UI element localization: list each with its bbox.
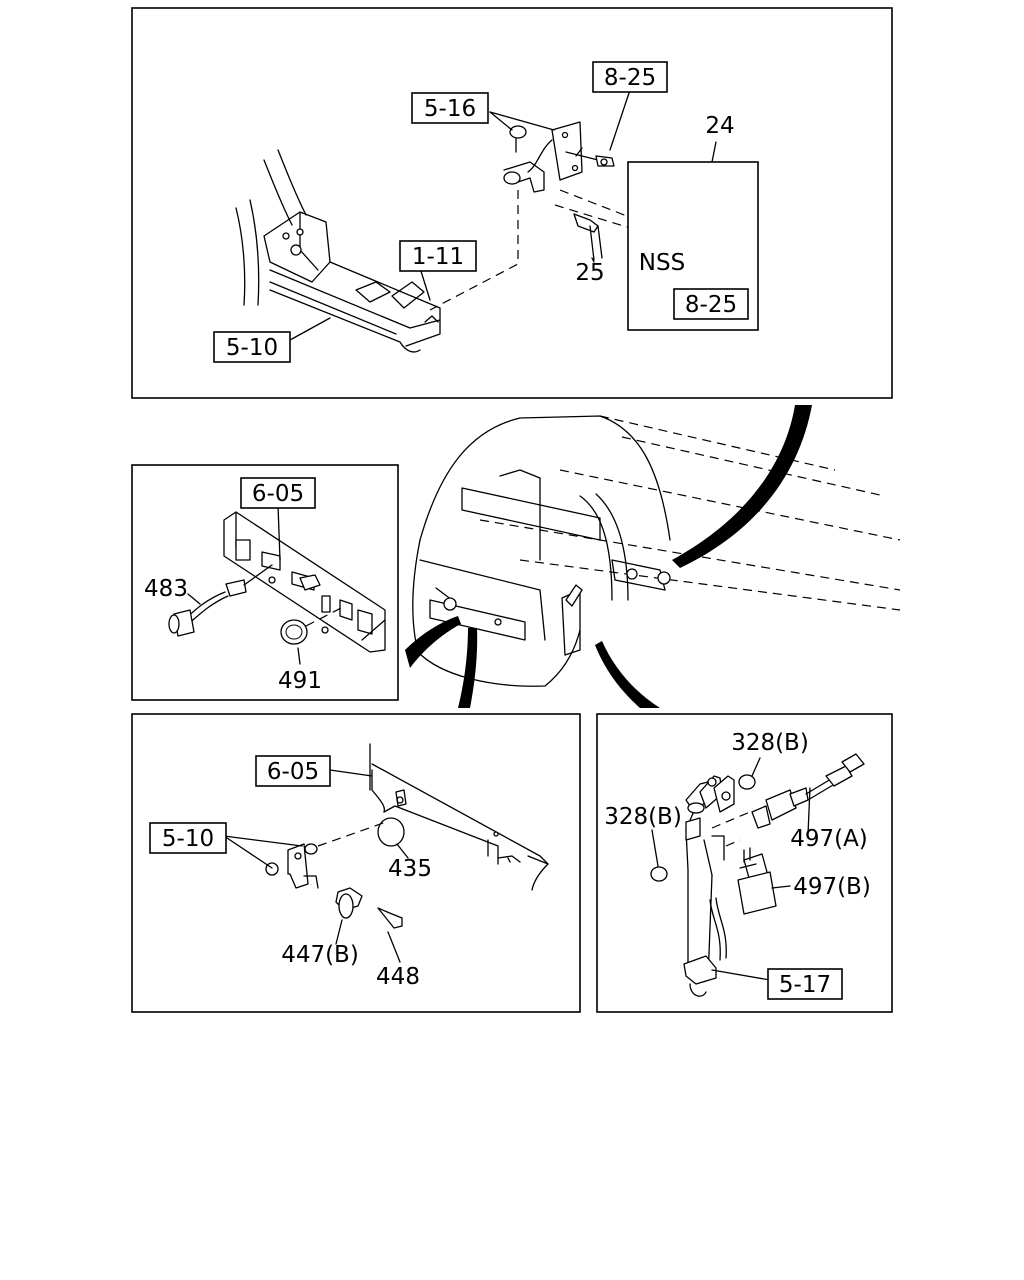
label-448: 448	[376, 964, 420, 990]
label-25: 25	[575, 260, 604, 286]
label-447b: 447(B)	[281, 942, 359, 968]
left-detail-panel	[131, 464, 399, 701]
ref-box-5-10-bottom	[149, 822, 227, 854]
ref-box-8-25-lower	[673, 288, 749, 320]
mount-bracket-drawing	[503, 121, 615, 193]
ref-box-6-05-bottom	[255, 755, 331, 787]
label-nss: NSS	[639, 250, 685, 276]
label-328b-left: 328(B)	[604, 804, 682, 830]
plug-435-drawing	[377, 817, 405, 847]
label-5-17: 5-17	[779, 972, 831, 998]
label-1-11: 1-11	[412, 244, 464, 270]
bolt-25-drawing	[573, 213, 603, 261]
label-6-05-bottom: 6-05	[267, 759, 319, 785]
label-5-16: 5-16	[424, 96, 476, 122]
label-497b: 497(B)	[793, 874, 871, 900]
label-491: 491	[278, 668, 322, 694]
label-497a: 497(A)	[790, 826, 868, 852]
ref-box-5-16	[411, 92, 489, 124]
label-435: 435	[388, 856, 432, 882]
bracket-447-drawing	[265, 843, 403, 929]
ref-box-1-11	[399, 240, 477, 272]
pointer-swooshes	[405, 405, 812, 708]
sensor-483-drawing	[168, 564, 273, 637]
top-detail-panel	[131, 7, 893, 399]
label-6-05-left: 6-05	[252, 481, 304, 507]
label-5-10-bottom: 5-10	[162, 826, 214, 852]
rail-section-drawing	[369, 743, 549, 891]
ref-box-8-25-top	[592, 61, 668, 93]
switch-497-drawing	[650, 753, 865, 915]
bottom-right-detail-panel	[596, 713, 893, 1013]
ref-box-5-17	[767, 968, 843, 1000]
label-8-25-lower: 8-25	[685, 292, 737, 318]
bottom-left-detail-panel	[131, 713, 581, 1013]
truck-cab-drawing	[412, 415, 901, 687]
label-24: 24	[705, 113, 734, 139]
label-483: 483	[144, 576, 188, 602]
ref-box-5-10-top	[213, 331, 291, 363]
frame-rail-drawing	[235, 149, 441, 353]
crossmember-drawing	[223, 511, 386, 653]
label-8-25-top: 8-25	[604, 65, 656, 91]
ref-box-6-05-left	[240, 477, 316, 509]
label-5-10-top: 5-10	[226, 335, 278, 361]
pedal-lever-drawing	[683, 775, 735, 997]
gasket-491-drawing	[280, 619, 308, 645]
label-328b-top: 328(B)	[731, 730, 809, 756]
